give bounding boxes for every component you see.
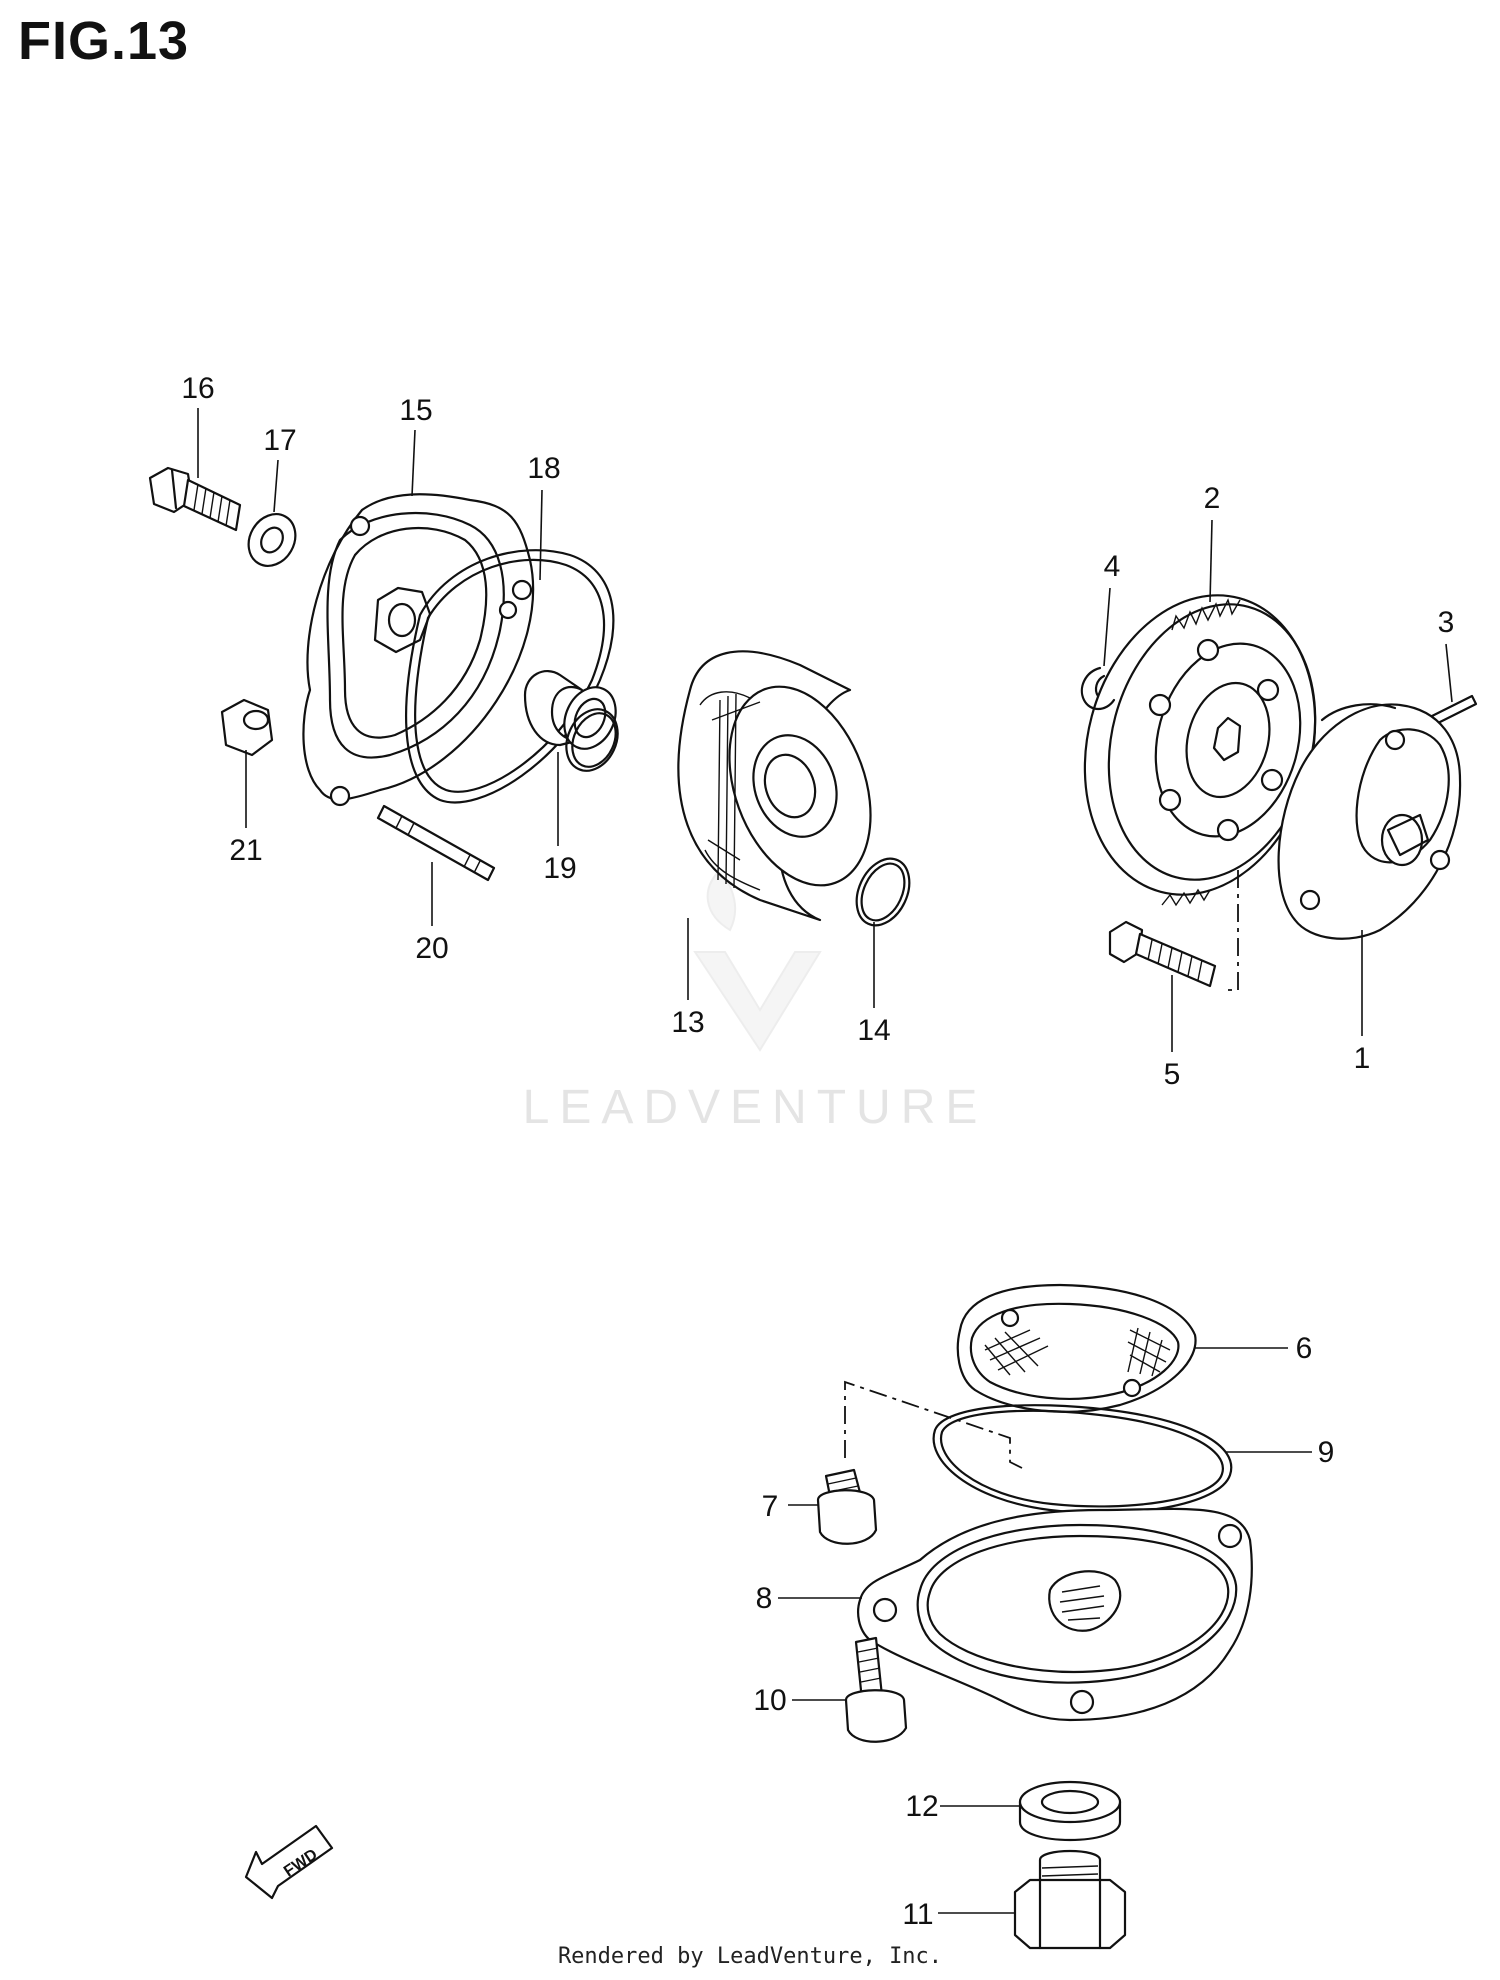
callouts: 16 17 15 18 21 20 19 13 14 2 4 3 5 1 6 9… [181,372,1454,1931]
part-13-oil-filter [677,650,872,922]
part-5-assembly-line [1222,870,1239,991]
part-7-assembly-line [844,1380,1023,1469]
callout-19: 19 [543,852,576,885]
part-10-bolt [844,1636,908,1743]
callout-6: 6 [1296,1332,1313,1365]
callout-10: 10 [753,1684,786,1717]
callout-12: 12 [905,1790,938,1823]
part-11-drain-plug [1013,1849,1127,1950]
callout-20: 20 [415,932,448,965]
callout-11: 11 [902,1898,933,1931]
callout-2: 2 [1204,482,1221,515]
callout-9: 9 [1318,1436,1335,1469]
watermark-text: LEADVENTURE [523,1081,988,1134]
watermark-logo [693,868,822,1052]
part-4-e-clip [1080,666,1116,711]
part-1-pump-body [1277,703,1462,940]
part-21-cap-nut [220,698,274,757]
part-17-washer [247,513,297,567]
callout-21: 21 [229,834,262,867]
callout-1: 1 [1354,1042,1371,1075]
part-6-oil-strainer [956,1283,1197,1413]
part-2-pump-gear [1083,594,1317,907]
part-8-cover [857,1507,1253,1722]
part-12-washer [1018,1780,1122,1841]
callout-13: 13 [671,1006,704,1039]
callout-16: 16 [181,372,214,405]
callout-5: 5 [1164,1058,1181,1091]
callout-18: 18 [527,452,560,485]
leader-lines [197,408,1453,1914]
callout-4: 4 [1104,550,1121,583]
part-9-gasket [932,1404,1233,1515]
part-16-bolt [148,466,242,532]
callout-17: 17 [263,424,296,457]
part-19-o-ring-small [523,669,619,772]
part-20-stud [376,804,496,882]
figure-title: FIG.13 [18,11,190,71]
part-7-bolt [816,1468,878,1545]
part-14-o-ring [855,857,911,927]
part-5-screw [1108,920,1217,988]
fwd-arrow-icon: FWD [244,1824,334,1900]
callout-7: 7 [762,1490,779,1523]
part-15-filter-cap [302,493,535,807]
callout-3: 3 [1438,606,1455,639]
callout-15: 15 [399,394,432,427]
footer-credit: Rendered by LeadVenture, Inc. [557,1944,943,1969]
callout-8: 8 [756,1582,773,1615]
callout-14: 14 [857,1014,890,1047]
